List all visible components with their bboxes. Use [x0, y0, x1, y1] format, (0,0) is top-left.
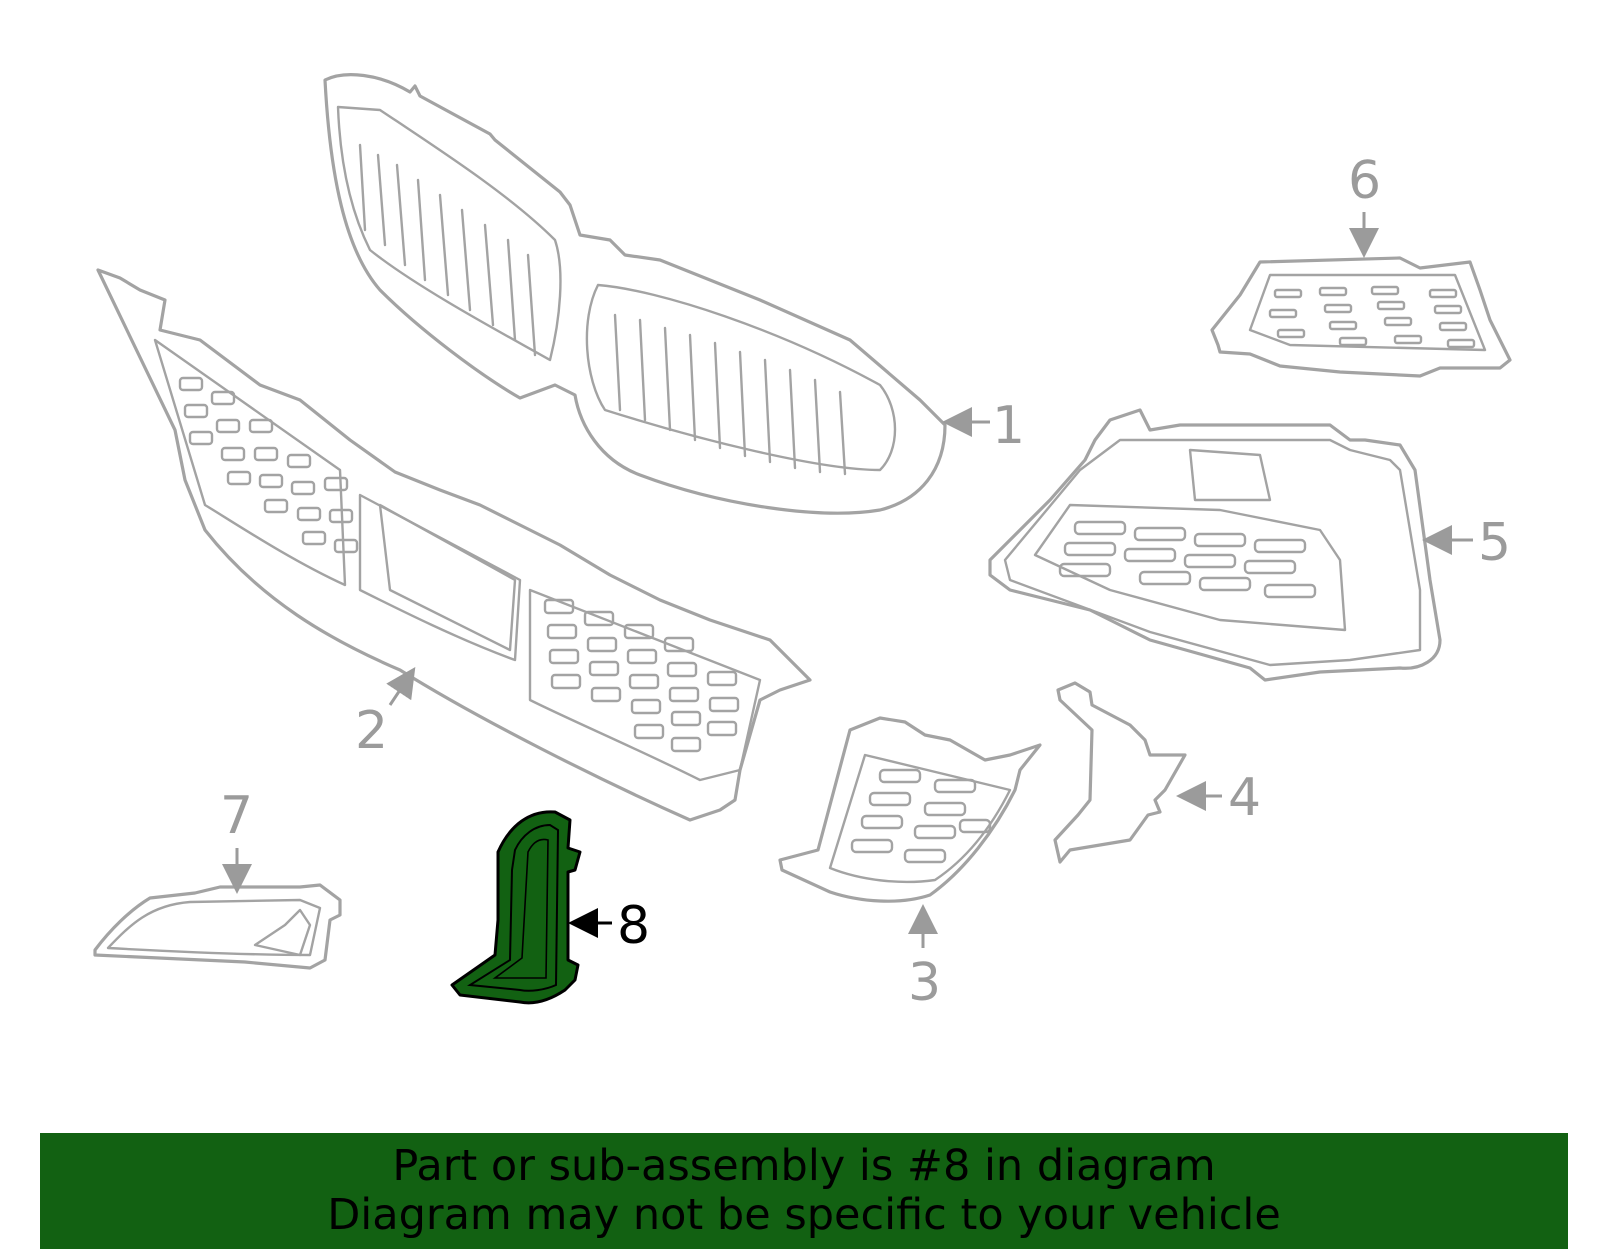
banner-line-2: Diagram may not be specific to your vehi…	[327, 1190, 1281, 1240]
callout-5: 5	[1478, 513, 1511, 573]
part-2-lower-grille[interactable]	[96, 268, 812, 822]
callout-3: 3	[908, 953, 941, 1013]
part-3-grille-insert[interactable]	[778, 716, 1042, 903]
part-1-kidney-grille[interactable]	[323, 73, 947, 515]
part-7-fog-trim[interactable]	[93, 883, 342, 970]
part-6-small-grille[interactable]	[1210, 256, 1512, 378]
callout-8: 8	[617, 896, 650, 956]
info-banner: Part or sub-assembly is #8 in diagram Di…	[40, 1133, 1568, 1249]
part-4-bracket[interactable]	[1053, 681, 1187, 864]
callout-7: 7	[220, 786, 253, 846]
callout-arrows	[222, 212, 1473, 948]
callout-4: 4	[1228, 768, 1261, 828]
callout-1: 1	[992, 396, 1025, 456]
part-5-trim-bezel[interactable]	[988, 408, 1442, 682]
part-8-air-duct-highlighted[interactable]	[450, 810, 582, 1005]
callout-2: 2	[355, 701, 388, 761]
callout-6: 6	[1348, 151, 1381, 211]
banner-line-1: Part or sub-assembly is #8 in diagram	[392, 1141, 1216, 1191]
